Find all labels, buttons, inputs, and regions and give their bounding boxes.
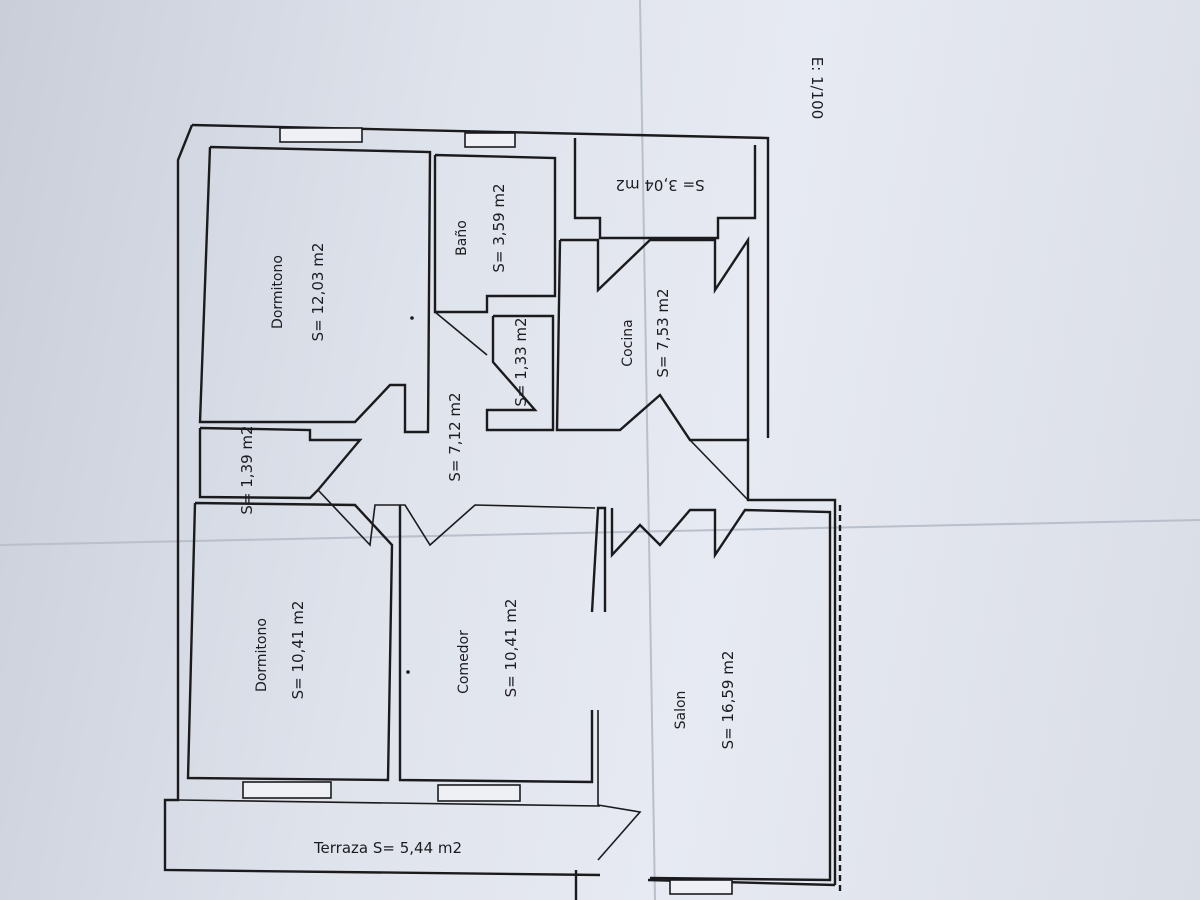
room-area-salon: S= 16,59 m2 <box>719 651 737 750</box>
hall-door-swing <box>317 489 596 547</box>
svg-text:S= 10,41 m2: S= 10,41 m2 <box>289 601 307 700</box>
svg-text:S= 1,39 m2: S= 1,39 m2 <box>238 425 256 514</box>
svg-text:Dormitono: Dormitono <box>270 255 286 329</box>
room-name-cocina: Cocina <box>620 319 636 366</box>
svg-text:S= 12,03 m2: S= 12,03 m2 <box>309 243 327 342</box>
room-area-aseo: S= 1,33 m2 <box>512 317 530 406</box>
svg-text:S= 1,33 m2: S= 1,33 m2 <box>512 317 530 406</box>
svg-text:S= 16,59 m2: S= 16,59 m2 <box>719 651 737 750</box>
room-label-terraza: Terraza S= 5,44 m2 <box>313 839 462 857</box>
scale-label: E: 1/100 <box>808 57 826 120</box>
svg-text:Salon: Salon <box>673 691 689 730</box>
room-area-cocina: S= 7,53 m2 <box>654 288 672 377</box>
room-walls-dormitorio-bottom <box>186 501 394 782</box>
room-area-bano: S= 3,59 m2 <box>490 183 508 272</box>
room-area-armario: S= 1,39 m2 <box>238 425 256 514</box>
room-area-comedor: S= 10,41 m2 <box>502 599 520 698</box>
svg-text:S= 3,04 m2: S= 3,04 m2 <box>615 176 704 194</box>
room-name-comedor: Comedor <box>456 630 472 694</box>
svg-text:E: 1/100: E: 1/100 <box>808 57 826 120</box>
door-swing <box>689 439 749 501</box>
paper-fold-line <box>639 0 656 900</box>
svg-text:S= 7,53 m2: S= 7,53 m2 <box>654 288 672 377</box>
room-walls-cocina <box>555 236 750 442</box>
room-area-dormitorio-top: S= 12,03 m2 <box>309 243 327 342</box>
svg-text:S= 7,12 m2: S= 7,12 m2 <box>446 392 464 481</box>
room-walls-dormitorio-top <box>198 145 432 434</box>
windows <box>242 127 733 895</box>
svg-text:Dormitono: Dormitono <box>254 618 270 692</box>
room-walls-aseo <box>485 314 555 432</box>
svg-text:S= 10,41 m2: S= 10,41 m2 <box>502 599 520 698</box>
room-area-pasillo: S= 7,12 m2 <box>446 392 464 481</box>
room-area-dormitorio-bottom: S= 10,41 m2 <box>289 601 307 700</box>
room-name-bano: Baño <box>454 220 470 256</box>
room-walls-armario <box>198 426 363 500</box>
svg-text:Comedor: Comedor <box>456 630 472 694</box>
room-name-salon: Salon <box>673 691 689 730</box>
svg-text:Cocina: Cocina <box>620 319 636 366</box>
room-name-dormitorio-bottom: Dormitono <box>254 618 270 692</box>
room-area-lavadero: S= 3,04 m2 <box>615 176 704 194</box>
door-swing <box>434 311 488 356</box>
paper-fold-line <box>0 519 1200 546</box>
svg-text:Baño: Baño <box>454 220 470 256</box>
terrace-door-swing <box>597 710 642 861</box>
room-name-dormitorio-top: Dormitono <box>270 255 286 329</box>
exterior-walls <box>163 123 842 900</box>
room-walls-comedor <box>398 505 594 784</box>
svg-text:S= 3,59 m2: S= 3,59 m2 <box>490 183 508 272</box>
room-walls-lavadero <box>573 138 757 240</box>
room-walls-salon <box>610 508 832 882</box>
